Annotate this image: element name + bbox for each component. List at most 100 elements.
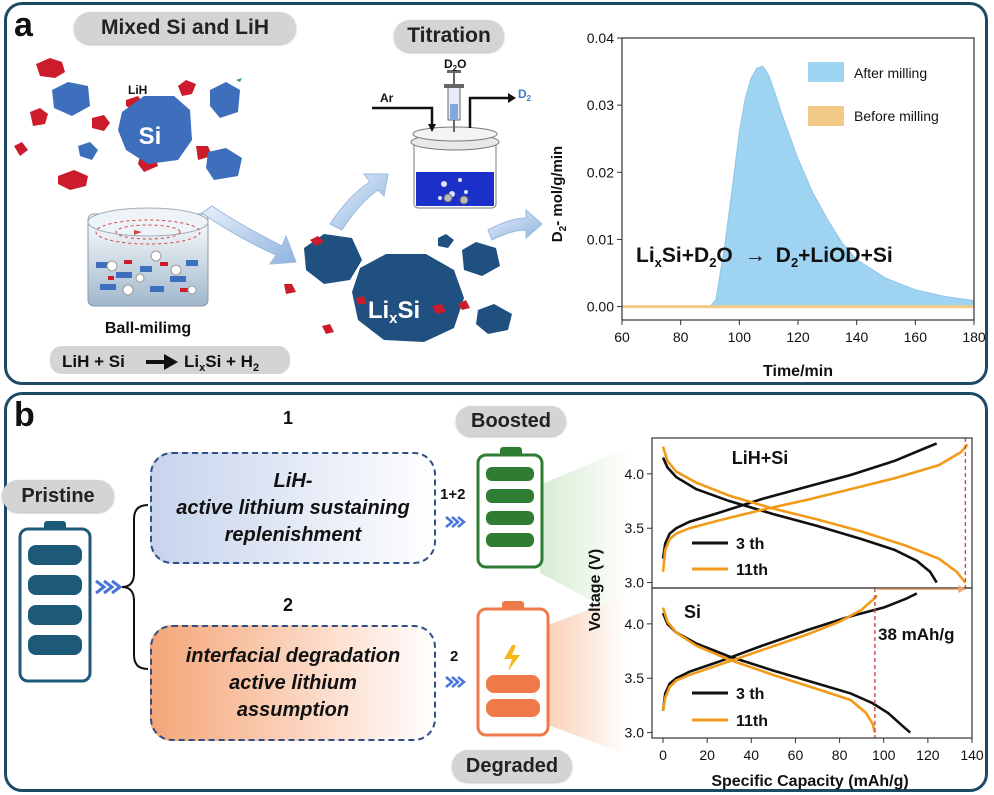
chartA-xtick-label: 180 xyxy=(962,329,986,345)
step2-line2: active lithium xyxy=(229,671,357,694)
degraded-beam xyxy=(548,595,628,755)
chartB-xtick-label: 20 xyxy=(699,747,715,763)
arrow2-label: 2 xyxy=(450,648,459,665)
chartB-ytick-label: 3.0 xyxy=(625,575,645,591)
pristine-label: Pristine xyxy=(2,480,114,512)
arrow-to-chart xyxy=(487,208,543,241)
arrow1-label: 1+2 xyxy=(440,486,466,503)
titration-vessel xyxy=(372,70,516,209)
chartB-ytick-label: 4.0 xyxy=(625,616,645,632)
chartB-ylabel: Voltage (V) xyxy=(587,549,604,631)
degraded-label: Degraded xyxy=(452,750,572,782)
panel-b-label: b xyxy=(14,396,35,434)
legend-after-label: After milling xyxy=(854,65,927,81)
mixed-si-lih-title: Mixed Si and LiH xyxy=(74,12,296,44)
lixsi-particles xyxy=(304,234,512,342)
chartB-xtick-label: 120 xyxy=(916,747,940,763)
ar-label: Ar xyxy=(380,91,394,105)
chartB-xtick-label: 140 xyxy=(960,747,984,763)
panel-b xyxy=(4,392,988,792)
step1-box: LiH- active lithium sustaining replenish… xyxy=(150,452,436,564)
ball-mill-jar xyxy=(87,207,209,307)
lightning-icon xyxy=(504,645,520,671)
series-after-milling-area xyxy=(622,65,975,308)
chartB-bottom-11th-charge xyxy=(661,594,879,712)
chartA-ytick-label: 0.00 xyxy=(587,299,614,315)
chartB-ytick-label: 4.0 xyxy=(625,466,645,482)
legend-top-3th: 3 th xyxy=(736,536,764,553)
pristine-battery xyxy=(18,521,92,683)
chartA-xtick-label: 140 xyxy=(845,329,869,345)
chartA-xtick-label: 80 xyxy=(673,329,689,345)
si-label: Si xyxy=(139,123,162,150)
legend-before-label: Before milling xyxy=(854,108,939,124)
chartB-xlabel: Specific Capacity (mAh/g) xyxy=(711,773,908,790)
lih-particles xyxy=(14,58,212,190)
titration-equation: LixSi+D2O→D2+LiOD+Si xyxy=(636,244,893,270)
chartB-top-label: LiH+Si xyxy=(732,448,789,468)
panel-a xyxy=(4,2,988,385)
step2-line1: interfacial degradation xyxy=(185,644,401,667)
reaction1-lhs: LiH + Si xyxy=(62,352,125,371)
legend-bottom-11th: 11th xyxy=(736,713,768,730)
reaction1-rhs: LixSi + H2 xyxy=(184,352,259,374)
bracket xyxy=(121,504,149,670)
panel-b-illustration xyxy=(18,447,628,755)
step1-line1: LiH- xyxy=(273,469,313,492)
chartA-ytick-label: 0.04 xyxy=(587,30,614,46)
chevron-right-icon-2 xyxy=(445,676,466,688)
chartB-xtick-label: 80 xyxy=(832,747,848,763)
chartA-xtick-label: 120 xyxy=(786,329,810,345)
chartA-ytick-label: 0.03 xyxy=(587,97,614,113)
chevron-right-icon xyxy=(95,579,123,595)
reaction1-arrow xyxy=(146,354,178,370)
titration-title: Titration xyxy=(394,20,504,52)
step2-box: interfacial degradation active lithium a… xyxy=(150,625,436,741)
capacity-gap-arrowhead xyxy=(958,585,966,594)
reaction1-text: LiH + Si xyxy=(62,352,125,371)
chartB-top-11th-discharge xyxy=(661,446,967,584)
step1-line3: replenishment xyxy=(224,523,362,546)
chartB-bottom-11th-discharge xyxy=(661,607,877,733)
step2-line3: assumption xyxy=(236,698,350,721)
chartB-bottom-3th-charge xyxy=(661,592,918,711)
chartB-ytick-label: 3.0 xyxy=(625,725,645,741)
legend-before-swatch xyxy=(808,106,844,126)
chevron-right-icon-1 xyxy=(445,516,466,528)
chartB-top-11th-charge xyxy=(661,443,969,572)
d2o-label: D2O xyxy=(444,57,466,73)
step1-number: 1 xyxy=(283,408,294,428)
arrow-to-lixsi xyxy=(201,205,297,265)
chartA-ylabel: D2- mol/g/min xyxy=(549,146,569,242)
arrow-to-titration xyxy=(329,173,389,231)
chartB-ytick-label: 3.5 xyxy=(625,520,645,536)
chartB-xtick-label: 60 xyxy=(788,747,804,763)
chartA-xlabel: Time/min xyxy=(763,363,833,380)
panel-a-label: a xyxy=(14,6,33,44)
chartB-bottom-3th-discharge xyxy=(661,612,912,734)
boosted-beam xyxy=(540,447,628,620)
chartB-top-3th-charge xyxy=(661,442,938,559)
capacity-difference-annotation: 38 mAh/g xyxy=(878,625,955,644)
chartA-xtick-label: 60 xyxy=(614,329,630,345)
legend-top-11th: 11th xyxy=(736,562,768,579)
boosted-battery-icon xyxy=(476,447,544,569)
chartB-xtick-label: 0 xyxy=(659,747,667,763)
lixsi-label: LixSi xyxy=(368,297,420,327)
chartA-xtick-label: 160 xyxy=(904,329,928,345)
chartB-bottom-label: Si xyxy=(684,602,701,622)
step2-number: 2 xyxy=(283,595,294,615)
step1-line2: active lithium sustaining xyxy=(176,496,410,519)
chartA-ytick-label: 0.01 xyxy=(587,231,614,247)
boosted-label: Boosted xyxy=(456,406,566,436)
legend-after-swatch xyxy=(808,62,844,82)
legend-bottom-3th: 3 th xyxy=(736,686,764,703)
chartA-xtick-label: 100 xyxy=(728,329,752,345)
si-particles xyxy=(52,82,242,180)
panel-a-illustration: Si LiH Ball-milimg LiH + Si LixSi + H2 L… xyxy=(14,57,543,374)
chartB-xtick-label: 100 xyxy=(872,747,896,763)
chartB-xtick-label: 40 xyxy=(744,747,760,763)
lih-label: LiH xyxy=(128,83,147,97)
